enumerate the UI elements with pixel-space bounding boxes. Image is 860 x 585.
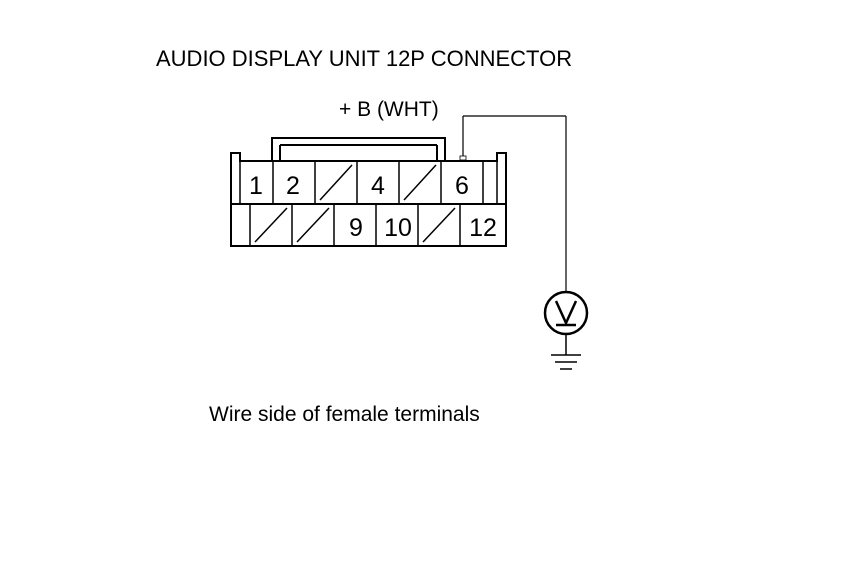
- bottom-row: 9 10 12: [249, 204, 497, 246]
- pin-4: 4: [371, 172, 385, 200]
- pin-6: 6: [455, 172, 469, 200]
- unused-cavity-5: [403, 164, 437, 201]
- connector-lock-tab: [271, 137, 446, 161]
- probe-wire: [459, 115, 567, 292]
- unused-cavity-7: [254, 207, 288, 243]
- pin-10: 10: [384, 214, 412, 242]
- pin-9: 9: [349, 214, 363, 242]
- diagram-caption: Wire side of female terminals: [209, 403, 480, 426]
- diagram-title: AUDIO DISPLAY UNIT 12P CONNECTOR: [156, 46, 572, 71]
- unused-cavity-8: [296, 207, 330, 243]
- wire-label: + B (WHT): [339, 98, 439, 121]
- pin-12: 12: [469, 214, 497, 242]
- unused-cavity-3: [319, 164, 353, 201]
- ground-icon: [551, 334, 581, 370]
- unused-cavity-11: [422, 207, 456, 243]
- pin-1: 1: [249, 172, 263, 200]
- voltmeter-icon: [543, 290, 589, 336]
- top-row: 1 2 4 6: [249, 161, 484, 204]
- pin-2: 2: [286, 172, 300, 200]
